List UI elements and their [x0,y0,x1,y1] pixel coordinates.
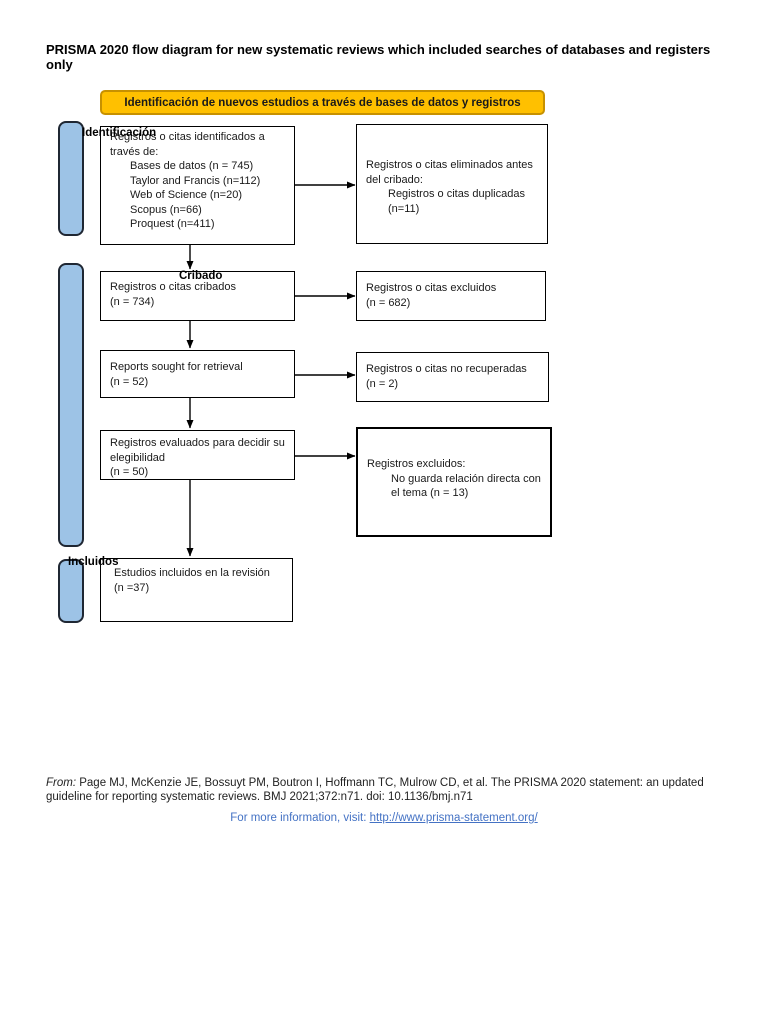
box-text: Registros o citas cribados [110,281,236,293]
prisma-statement-link[interactable]: http://www.prisma-statement.org/ [369,812,538,824]
box-records-removed: Registros o citas eliminados antes del c… [356,124,548,244]
box-records-excluded-reasons: Registros excluidos: No guarda relación … [356,427,552,537]
stage-label-identification: Identificación [82,127,157,139]
box-item: Taylor and Francis (n=112) [130,174,261,187]
citation-paragraph: From: Page MJ, McKenzie JE, Bossuyt PM, … [46,776,738,804]
box-text: Reports sought for retrieval [110,361,243,373]
box-item: Proquest (n=411) [130,218,215,230]
box-reports-sought: Reports sought for retrieval (n = 52) [100,350,295,398]
stage-label-screening: Cribado [179,270,223,282]
citation-text: Page MJ, McKenzie JE, Bossuyt PM, Boutro… [46,777,704,803]
identification-banner-label: Identificación de nuevos estudios a trav… [124,96,521,109]
box-count: (n = 682) [366,296,411,309]
box-text: Registros evaluados para decidir su eleg… [110,437,285,464]
box-heading: Registros excluidos: [367,458,466,470]
box-heading: Registros o citas identificados a través… [110,131,265,158]
box-records-assessed: Registros evaluados para decidir su eleg… [100,430,295,480]
box-item: Web of Science (n=20) [130,189,242,201]
stage-bar-screening [58,263,84,547]
box-item: Registros o citas duplicadas (n=11) [388,188,525,215]
box-item: Bases de datos (n = 745) [130,160,254,172]
citation-from-label: From: [46,777,77,789]
box-text: Registros o citas excluidos [366,282,497,294]
box-records-screened: Registros o citas cribados (n = 734) [100,271,295,321]
box-count: (n = 50) [110,466,149,478]
page-title: PRISMA 2020 flow diagram for new systema… [46,42,711,72]
box-count: (n = 52) [110,375,149,388]
box-studies-included: Estudios incluidos en la revisión (n =37… [100,558,293,622]
box-text: Registros o citas no recuperadas [366,363,527,375]
box-item: No guarda relación directa con el tema (… [391,472,541,500]
more-info-line: For more information, visit: http://www.… [0,812,768,824]
box-text: Estudios incluidos en la revisión [114,567,270,579]
box-count: (n = 2) [366,377,399,390]
stage-label-included: Incluidos [68,556,119,568]
box-count: (n =37) [114,581,150,594]
identification-banner: Identificación de nuevos estudios a trav… [100,90,545,115]
box-item: Scopus (n=66) [130,203,202,216]
box-count: (n = 734) [110,295,155,308]
box-records-identified: Registros o citas identificados a través… [100,126,295,245]
stage-bar-identification [58,121,84,236]
box-records-not-retrieved: Registros o citas no recuperadas (n = 2) [356,352,549,402]
more-info-label: For more information, visit: [230,812,367,824]
stage-bar-included [58,559,84,623]
box-heading: Registros o citas eliminados antes del c… [366,159,533,186]
box-records-excluded: Registros o citas excluidos (n = 682) [356,271,546,321]
